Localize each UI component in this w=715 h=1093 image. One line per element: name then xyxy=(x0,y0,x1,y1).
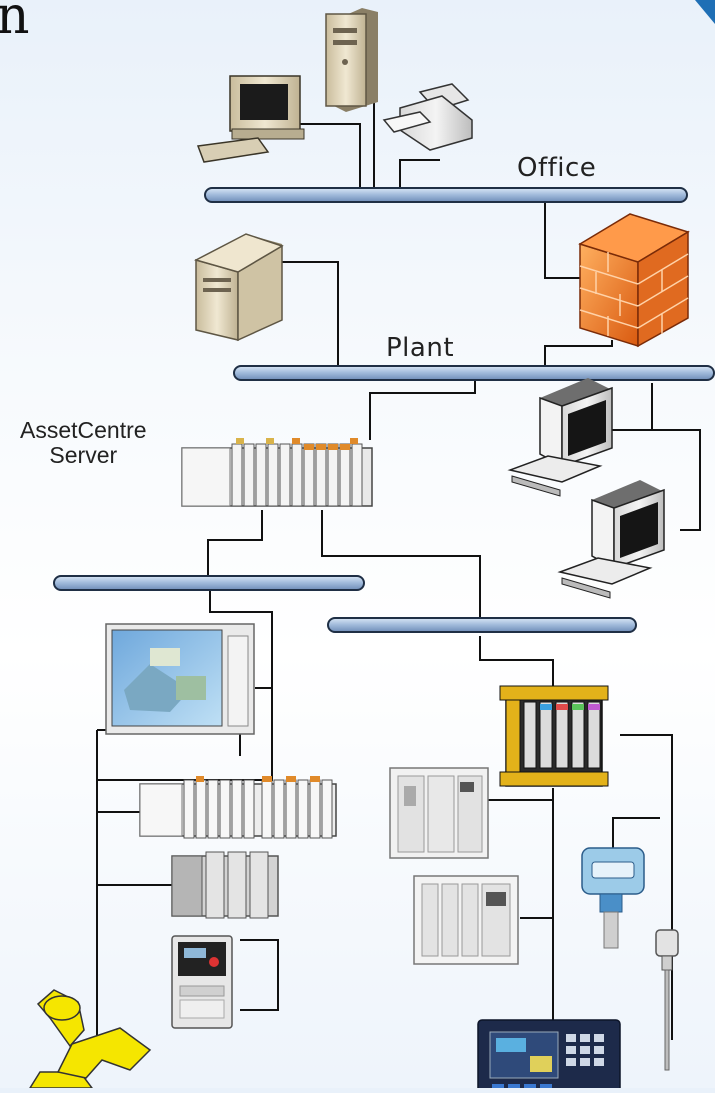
sensor-probe-icon xyxy=(655,929,679,1071)
control-bus-left xyxy=(53,575,365,591)
controllogix-rack-icon xyxy=(181,438,373,507)
io-module-icon xyxy=(499,685,609,787)
hmi-panel-icon xyxy=(105,623,255,735)
corner-text-fragment: n xyxy=(0,0,30,46)
plant-label: Plant xyxy=(386,333,455,363)
assetcentre-label-line2: Server xyxy=(49,442,118,468)
robot-arm-icon xyxy=(28,989,152,1089)
office-bus xyxy=(204,187,688,203)
plant-bus xyxy=(233,365,715,381)
office-server-icon xyxy=(325,8,378,112)
firewall-icon xyxy=(578,213,690,348)
plant-workstation-icon xyxy=(507,378,665,599)
control-bus-right xyxy=(327,617,637,633)
office-workstation-icon xyxy=(196,75,305,163)
operator-terminal-icon xyxy=(477,1019,621,1093)
plant-server-icon xyxy=(193,233,284,342)
drive-icon xyxy=(171,935,233,1029)
plc-rack-icon xyxy=(139,776,337,839)
corner-accent xyxy=(695,0,715,24)
instrument-icon xyxy=(581,847,645,949)
printer-icon xyxy=(382,83,473,151)
assetcentre-server-label: AssetCentre Server xyxy=(20,418,147,468)
io-chassis-icon xyxy=(413,875,519,965)
assetcentre-label-line1: AssetCentre xyxy=(20,417,147,443)
office-label: Office xyxy=(517,153,597,183)
compact-plc-icon xyxy=(171,851,279,919)
flex-io-icon xyxy=(389,767,489,859)
